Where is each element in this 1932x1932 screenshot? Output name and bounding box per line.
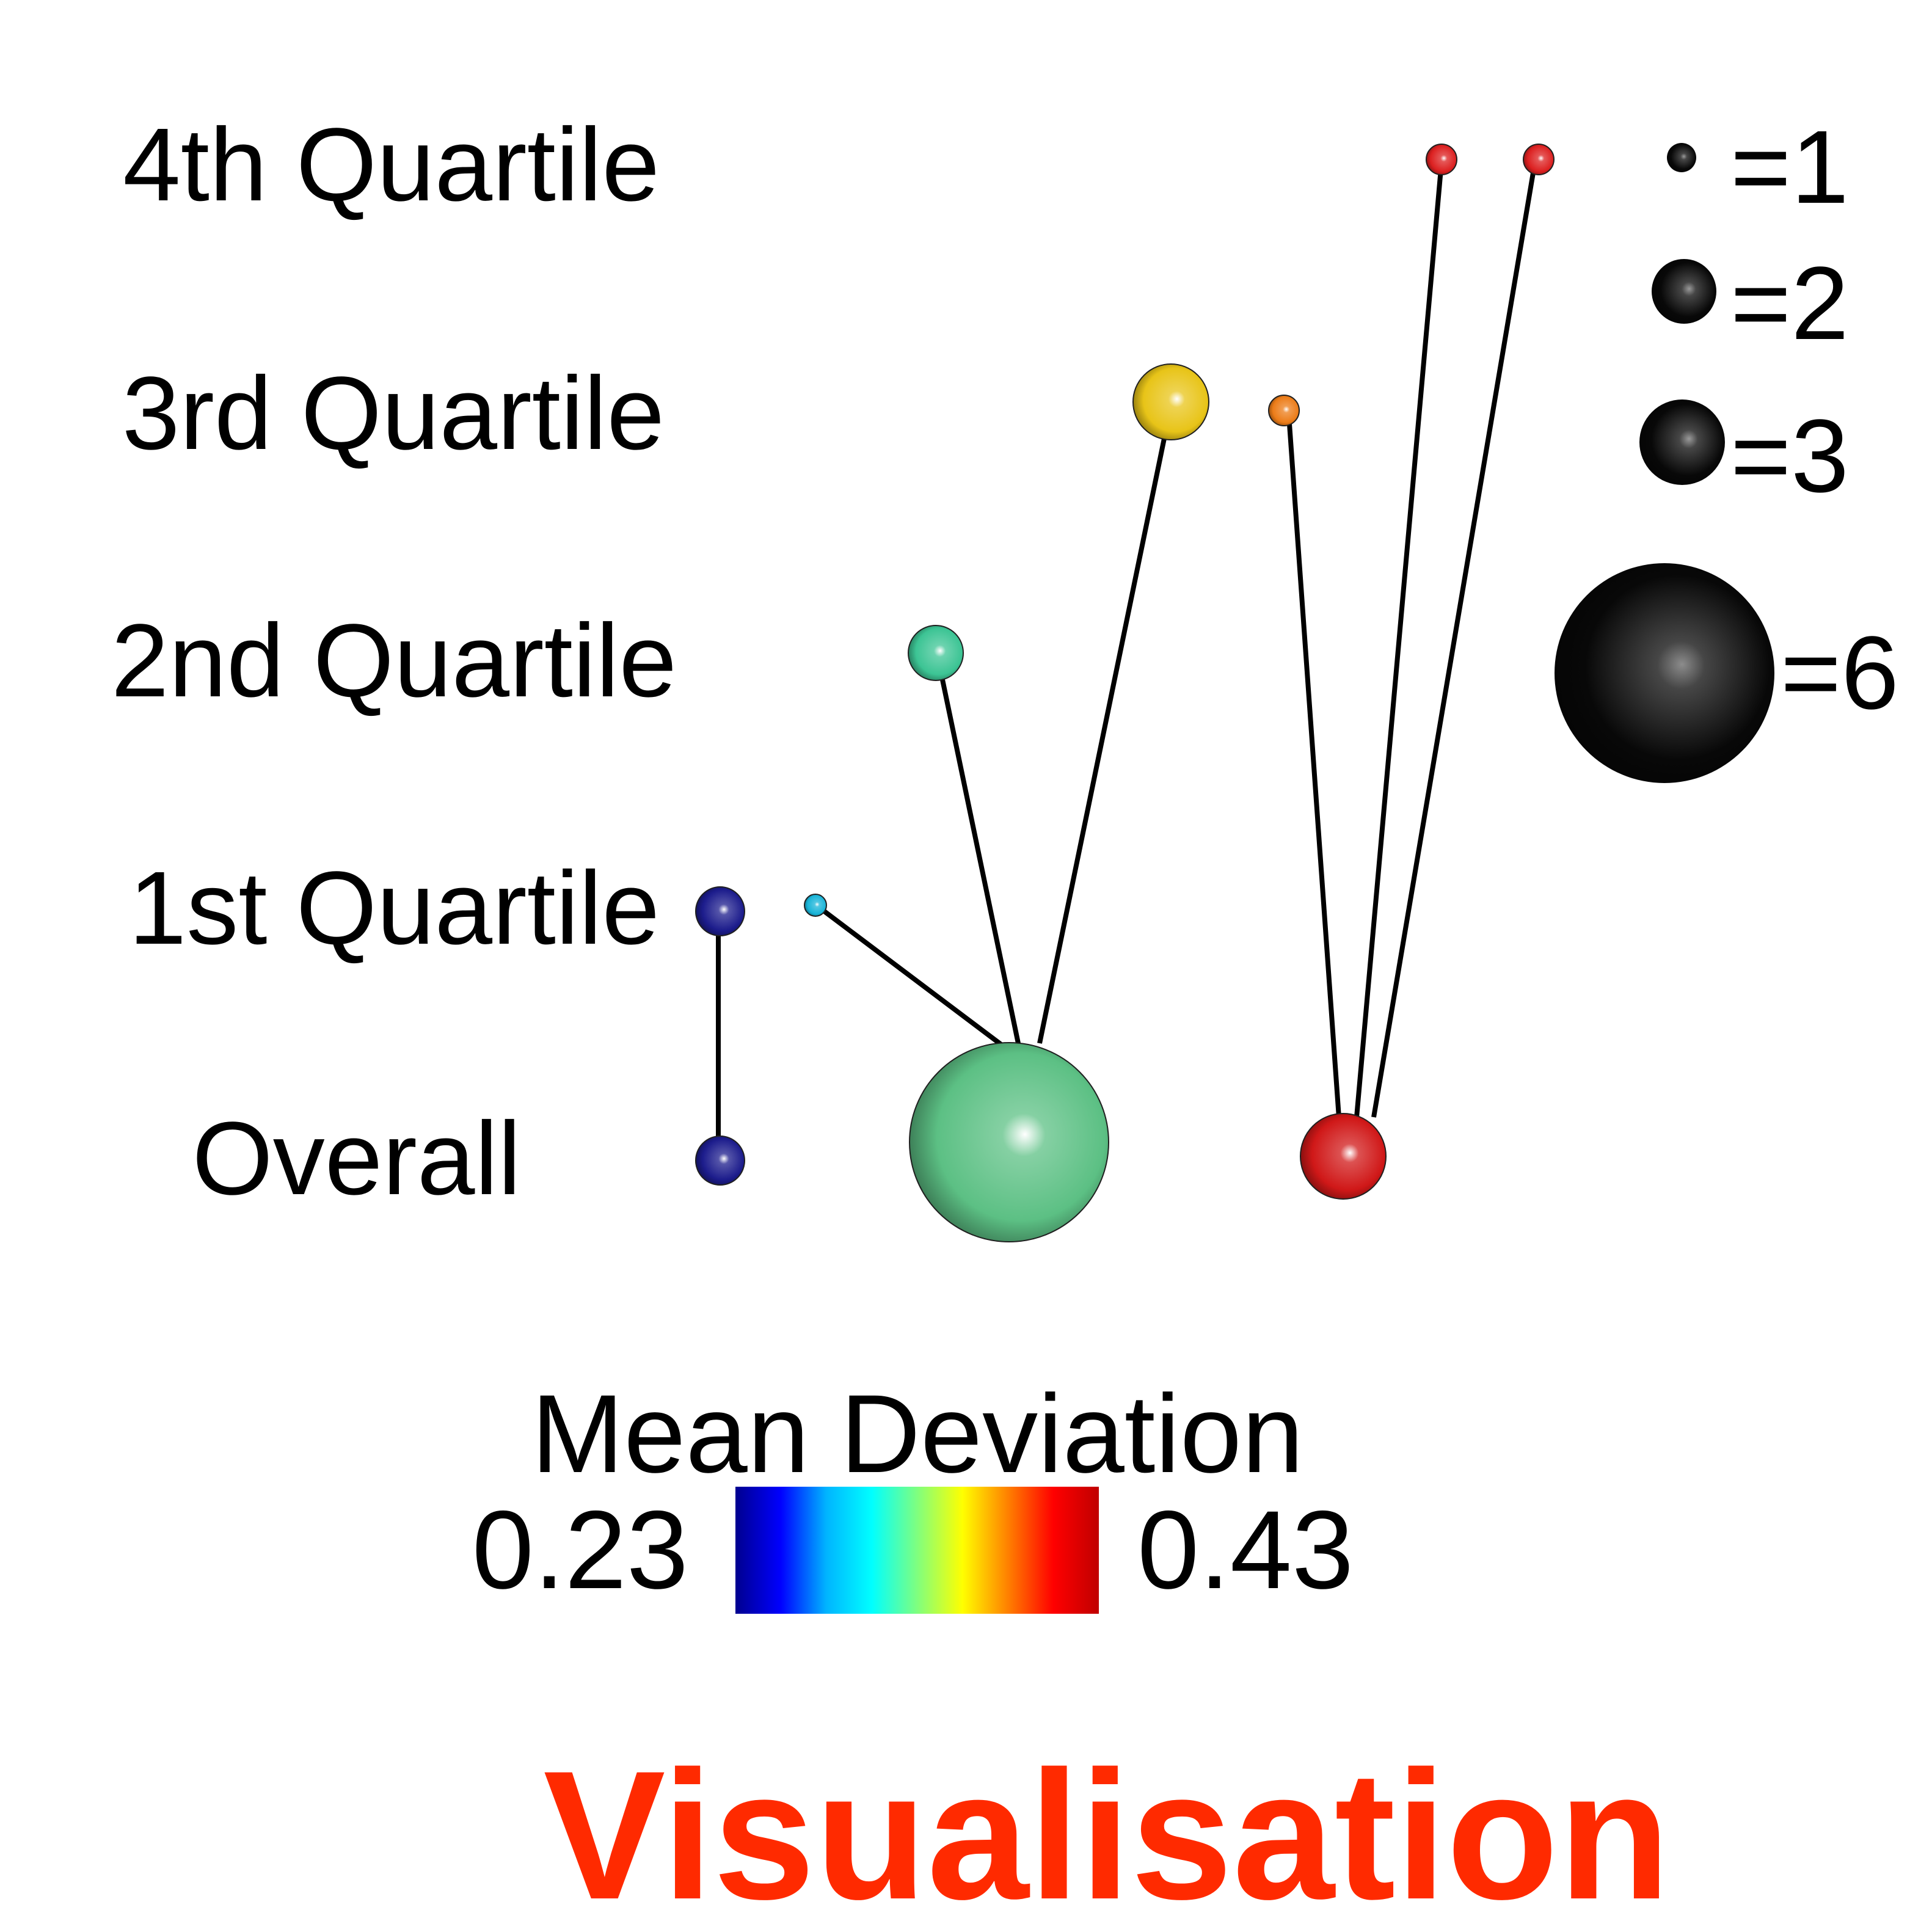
- legend-label-3: =3: [1730, 398, 1849, 514]
- colorbar-gradient: [735, 1487, 1099, 1614]
- node-overall-blue: [695, 1136, 745, 1186]
- node-q4-red-b: [1523, 144, 1555, 175]
- legend-label-1: =1: [1730, 109, 1849, 225]
- link-lines: [716, 169, 1536, 1159]
- link-q3-orange-to-overall-red: [1286, 415, 1341, 1118]
- node-q4-red-a: [1426, 144, 1457, 175]
- node-q1-blue: [695, 886, 745, 936]
- legend-sphere-1: [1667, 143, 1696, 172]
- node-q1-cyan: [804, 894, 827, 917]
- colorbar-title: Mean Deviation: [531, 1371, 1304, 1496]
- node-overall-green: [909, 1042, 1109, 1242]
- link-q4-red-b-to-overall-red: [1371, 169, 1536, 1118]
- node-q2-green: [908, 625, 964, 681]
- row-label-q1: 1st Quartile: [129, 850, 660, 966]
- legend-label-6: =6: [1781, 615, 1899, 731]
- link-q1-cyan-to-overall-green: [814, 902, 1005, 1049]
- link-q4-red-a-to-overall-red: [1354, 169, 1443, 1118]
- node-q3-orange: [1268, 395, 1300, 426]
- row-label-q3: 3rd Quartile: [122, 355, 665, 472]
- link-q2-green-to-overall-green: [939, 676, 1021, 1044]
- row-labels: 4th Quartile 3rd Quartile 2nd Quartile 1…: [111, 107, 677, 1217]
- footer-title: Visualisation: [543, 1732, 1670, 1932]
- legend-sphere-2: [1652, 259, 1716, 324]
- legend-sphere-6: [1555, 563, 1774, 783]
- row-label-q4: 4th Quartile: [123, 107, 660, 223]
- size-legend: =1 =2 =3 =6: [1555, 109, 1899, 783]
- row-label-overall: Overall: [192, 1101, 521, 1217]
- colorbar-min-label: 0.23: [472, 1487, 688, 1612]
- colorbar-max-label: 0.43: [1137, 1487, 1354, 1612]
- node-overall-red: [1300, 1113, 1387, 1200]
- node-q3-yellow: [1132, 363, 1209, 440]
- nodes: [695, 144, 1555, 1242]
- legend-label-2: =2: [1730, 246, 1849, 362]
- legend-sphere-3: [1639, 399, 1725, 485]
- colorbar: Mean Deviation 0.23 0.43: [472, 1371, 1354, 1614]
- row-label-q2: 2nd Quartile: [111, 603, 677, 719]
- link-q3-yellow-to-overall-green: [1037, 438, 1167, 1044]
